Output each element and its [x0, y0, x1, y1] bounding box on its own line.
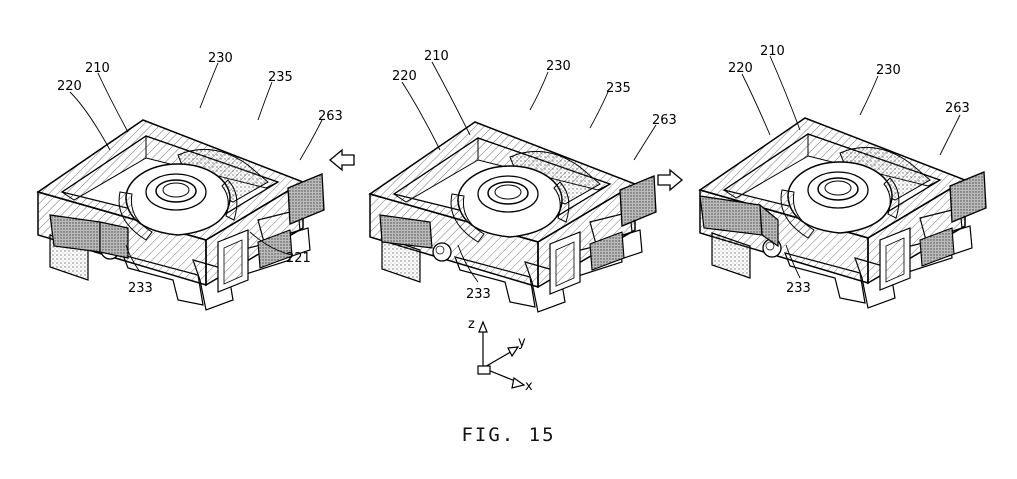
figure-caption: FIG. 15 [461, 424, 556, 446]
axis-z-label: z [468, 317, 475, 332]
arrow-right-icon [657, 169, 683, 191]
panel-center: 210 220 230 235 263 233 [369, 49, 677, 313]
label-263-right: 263 [945, 101, 970, 116]
actuator-module-left [37, 119, 325, 311]
label-235-center: 235 [606, 81, 631, 96]
label-230-left: 230 [208, 51, 233, 66]
label-235-left: 235 [268, 70, 293, 85]
coil-block-left [49, 214, 101, 253]
label-210-right: 210 [760, 44, 785, 59]
label-233-left: 233 [128, 281, 153, 296]
coil-block-left-side [99, 221, 129, 259]
panel-right: 210 220 230 263 233 [699, 44, 987, 309]
panel-left: 210 220 230 235 263 221 233 [37, 51, 343, 311]
label-221-left: 221 [286, 251, 311, 266]
label-210-center: 210 [424, 49, 449, 64]
axis-x-label: x [525, 379, 533, 394]
label-233-center: 233 [466, 287, 491, 302]
coil-block-center [379, 214, 433, 249]
label-220-left: 220 [57, 79, 82, 94]
label-263-center: 263 [652, 113, 677, 128]
label-230-right: 230 [876, 63, 901, 78]
label-233-right: 233 [786, 281, 811, 296]
label-230-center: 230 [546, 59, 571, 74]
label-210-left: 210 [85, 61, 110, 76]
actuator-module-center [369, 121, 657, 313]
label-263-left: 263 [318, 109, 343, 124]
axis-y-label: y [518, 335, 526, 350]
axis-triad [477, 320, 526, 389]
label-220-center: 220 [392, 69, 417, 84]
arrow-left-icon [329, 149, 355, 171]
label-220-right: 220 [728, 61, 753, 76]
coil-block-right-side [759, 203, 779, 248]
